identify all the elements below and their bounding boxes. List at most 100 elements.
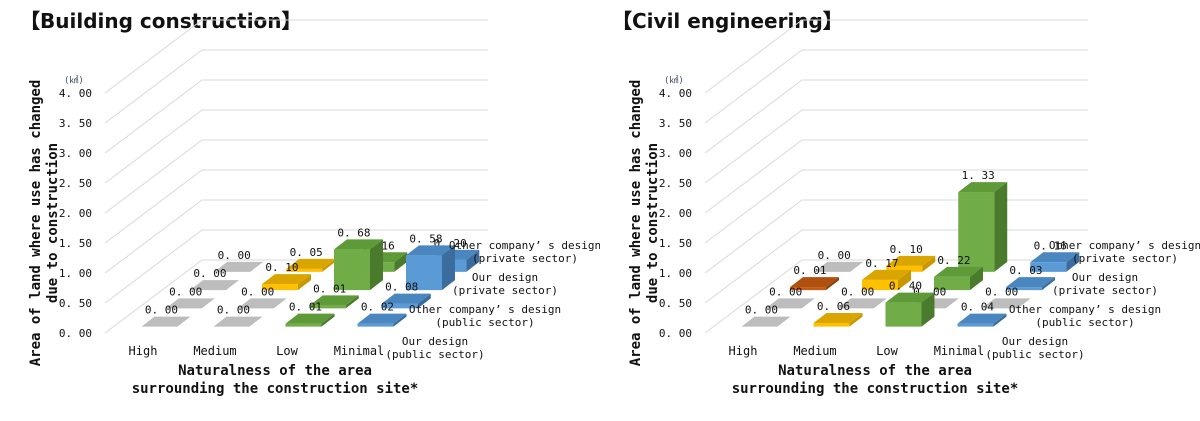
bar-side <box>969 266 983 291</box>
bar-top <box>333 239 383 250</box>
bar-top <box>237 298 287 309</box>
bar-top <box>789 277 839 288</box>
bar-top <box>261 274 311 285</box>
y-tick-label: 0. 00 <box>659 327 692 340</box>
bar-side <box>321 313 335 327</box>
y-tick-label: 1. 00 <box>59 267 92 280</box>
data-label: 0. 01 <box>313 282 346 295</box>
x-category-label: Minimal <box>334 344 385 358</box>
bar-side <box>466 249 480 272</box>
series-label-line: (public sector) <box>1035 316 1134 329</box>
bar-front <box>933 276 970 291</box>
y-axis-title-line: due to construction <box>645 143 661 303</box>
data-label: 0. 04 <box>961 301 994 314</box>
bar-front <box>885 302 922 327</box>
series-label-line: (public sector) <box>385 348 484 361</box>
gridline-side <box>104 139 203 214</box>
bar-front <box>285 323 322 327</box>
y-tick-label: 3. 00 <box>659 147 692 160</box>
bar-front <box>1005 287 1042 291</box>
gridline-side <box>704 229 803 304</box>
bar-top <box>1005 277 1055 288</box>
gridline-side <box>104 259 203 334</box>
y-tick-label: 0. 00 <box>59 327 92 340</box>
y-tick-label: 3. 50 <box>659 117 692 130</box>
bar-top <box>405 245 455 256</box>
bar-side <box>922 255 936 272</box>
bar-side <box>394 252 408 272</box>
series-label-line: (public sector) <box>985 348 1084 361</box>
chart-title: 【Civil engineering】 <box>612 9 843 33</box>
data-label: 0. 10 <box>890 243 923 256</box>
data-label: 0. 17 <box>865 257 898 270</box>
gridline-side <box>104 199 203 274</box>
bar-top <box>214 261 264 272</box>
bar-side <box>825 277 839 291</box>
x-category-label: Low <box>876 344 898 358</box>
bar-side <box>1041 277 1055 291</box>
gridline-side <box>104 169 203 244</box>
data-label: 0. 06 <box>817 300 850 313</box>
bar-front <box>381 303 418 309</box>
bar-front <box>333 249 370 291</box>
data-label: 0. 10 <box>265 261 298 274</box>
bar-side <box>993 313 1007 327</box>
bar-side <box>897 269 911 291</box>
series-label-line: (private sector) <box>472 252 578 265</box>
civil-engineering-chart: 0. 000. 501. 001. 502. 002. 503. 003. 50… <box>628 19 1200 397</box>
data-label: 0. 03 <box>1009 264 1042 277</box>
bar-top <box>381 293 431 304</box>
series-label: Other company’ s design(public sector) <box>409 303 561 329</box>
x-category-label: Low <box>276 344 298 358</box>
bar-front <box>309 305 346 309</box>
y-tick-label: 2. 00 <box>59 207 92 220</box>
y-tick-label: 3. 50 <box>59 117 92 130</box>
bar-top <box>213 316 263 327</box>
gridline-side <box>704 19 803 94</box>
series-label: Our design(public sector) <box>385 335 484 361</box>
bar-top <box>933 266 983 277</box>
series-label: Our design(private sector) <box>452 271 558 297</box>
bar-front <box>286 268 323 272</box>
series-label-line: Our design <box>1072 271 1138 284</box>
bar-front <box>357 323 394 327</box>
gridline-side <box>704 109 803 184</box>
bar-top <box>861 269 911 280</box>
data-label: 0. 00 <box>193 267 226 280</box>
gridline-side <box>704 139 803 214</box>
y-axis-unit: (㎢) <box>664 75 684 86</box>
x-category-label: High <box>129 344 158 358</box>
series-label-line: Other company’ s design <box>409 303 561 316</box>
data-label: 0. 00 <box>818 249 851 262</box>
series-label: Our design(private sector) <box>1052 271 1158 297</box>
gridline-side <box>104 19 203 94</box>
bar-top <box>814 261 864 272</box>
bar-top <box>957 313 1007 324</box>
bar-front <box>886 265 923 272</box>
bar-side <box>1066 252 1080 272</box>
bar-top <box>813 313 863 324</box>
data-label: 0. 05 <box>290 246 323 259</box>
data-label: 0. 68 <box>337 226 370 239</box>
bar-front <box>813 323 850 327</box>
data-label: 0. 00 <box>745 304 778 317</box>
series-label-line: Other company’ s design <box>1049 239 1200 252</box>
series-label-line: Other company’ s design <box>1009 303 1161 316</box>
y-tick-label: 1. 50 <box>659 237 692 250</box>
bar-side <box>417 293 431 309</box>
bar-top <box>958 182 1008 193</box>
y-axis-unit: (㎢) <box>64 75 84 86</box>
bar-side <box>849 313 863 327</box>
data-label: 0. 00 <box>985 285 1018 298</box>
data-label: 0. 16 <box>1034 239 1067 252</box>
data-label: 0. 00 <box>769 285 802 298</box>
data-label: 1. 33 <box>962 169 995 182</box>
bar-front <box>1030 262 1067 272</box>
bar-front <box>405 255 442 291</box>
bar-top <box>765 298 815 309</box>
bar-side <box>297 274 311 291</box>
x-axis-title-line: Naturalness of the area <box>178 363 372 379</box>
